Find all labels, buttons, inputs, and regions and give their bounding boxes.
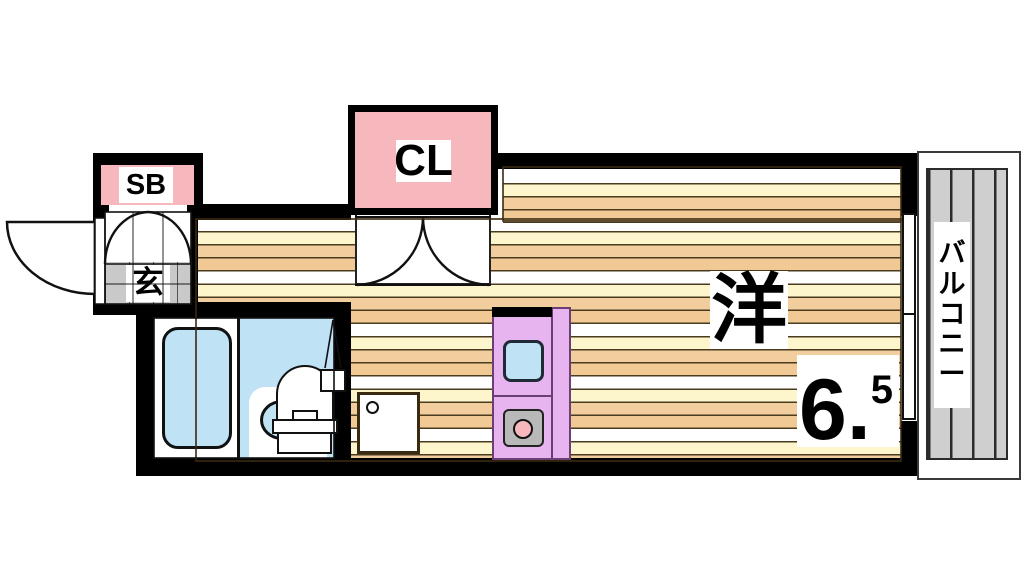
wall-bath-top [136, 302, 351, 318]
area-value: 6. [799, 361, 871, 458]
balcony-char-3: コ [938, 298, 966, 330]
bathtub [162, 327, 232, 449]
western-room-floor-upper [503, 167, 901, 223]
kitchen-top-wall [492, 307, 552, 317]
stove-burner [513, 419, 533, 439]
wall-bottom [136, 458, 913, 476]
kitchen-divider [492, 395, 552, 397]
wall-genkan-right [187, 210, 198, 315]
closet-door-opening [355, 215, 491, 285]
western-room-label: 洋 [710, 265, 788, 354]
kitchen-sink [503, 340, 544, 382]
genkan-white-upper [105, 212, 191, 264]
genkan-label: 玄 [126, 265, 170, 302]
kitchen-side-panel [551, 307, 571, 460]
washing-machine-knob [366, 401, 379, 414]
balcony-label: バ ル コ ニ ー [934, 222, 970, 408]
balcony-char-1: バ [938, 238, 966, 270]
wall-top-left [189, 204, 351, 220]
wall-right-upper [901, 153, 917, 216]
toilet-tank [277, 432, 332, 454]
washing-machine [357, 392, 420, 454]
wall-top-right [496, 153, 917, 169]
western-room-area: 6. 5 [797, 355, 899, 458]
balcony-char-4: ニ [938, 329, 966, 361]
closet-label: CL [394, 136, 453, 185]
wall-right-lower [901, 421, 917, 476]
wall-bath-left [136, 302, 154, 476]
shoe-box-label: SB [119, 167, 173, 203]
area-superscript: 5 [870, 368, 893, 412]
balcony-sliding-door [902, 213, 916, 420]
balcony-char-2: ル [938, 268, 966, 300]
water-heater-unit [320, 369, 346, 392]
entrance-door-swing [5, 220, 97, 296]
balcony-char-5: ー [938, 359, 966, 391]
